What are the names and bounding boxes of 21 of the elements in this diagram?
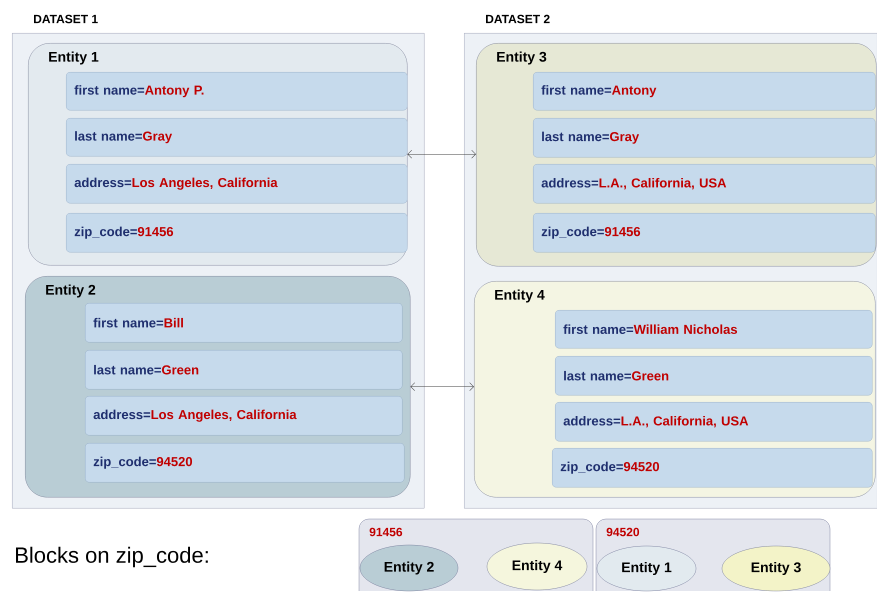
attribute-box: first name=William Nicholas <box>555 310 872 348</box>
connector-arrow <box>408 150 476 158</box>
attribute-box: zip_code=91456 <box>66 213 408 252</box>
attribute-box: address=Los Angeles, California <box>85 396 402 436</box>
attribute-box: first name=Bill <box>85 303 402 342</box>
attribute-box: zip_code=94520 <box>85 443 404 482</box>
node-label: DATASET 1 <box>34 14 98 24</box>
attribute-box: address=Los Angeles, California <box>66 164 408 204</box>
attribute-box: first name=Antony P. <box>66 72 408 110</box>
attribute-box: last name=Green <box>85 350 402 390</box>
attribute-box: last name=Green <box>555 356 872 396</box>
attribute-box: first name=Antony <box>533 72 876 110</box>
connector-arrow <box>410 382 474 391</box>
attribute-box: address=L.A., California, USA <box>533 164 876 204</box>
node-label: DATASET 2 <box>486 14 550 24</box>
attribute-box: address=L.A., California, USA <box>555 402 872 442</box>
attribute-box: last name=Gray <box>66 118 408 156</box>
attribute-box: zip_code=94520 <box>552 448 872 488</box>
attribute-box: last name=Gray <box>533 118 876 158</box>
caption-text: Blocks on zip_code: <box>16 546 208 568</box>
attribute-box: zip_code=91456 <box>533 213 876 252</box>
